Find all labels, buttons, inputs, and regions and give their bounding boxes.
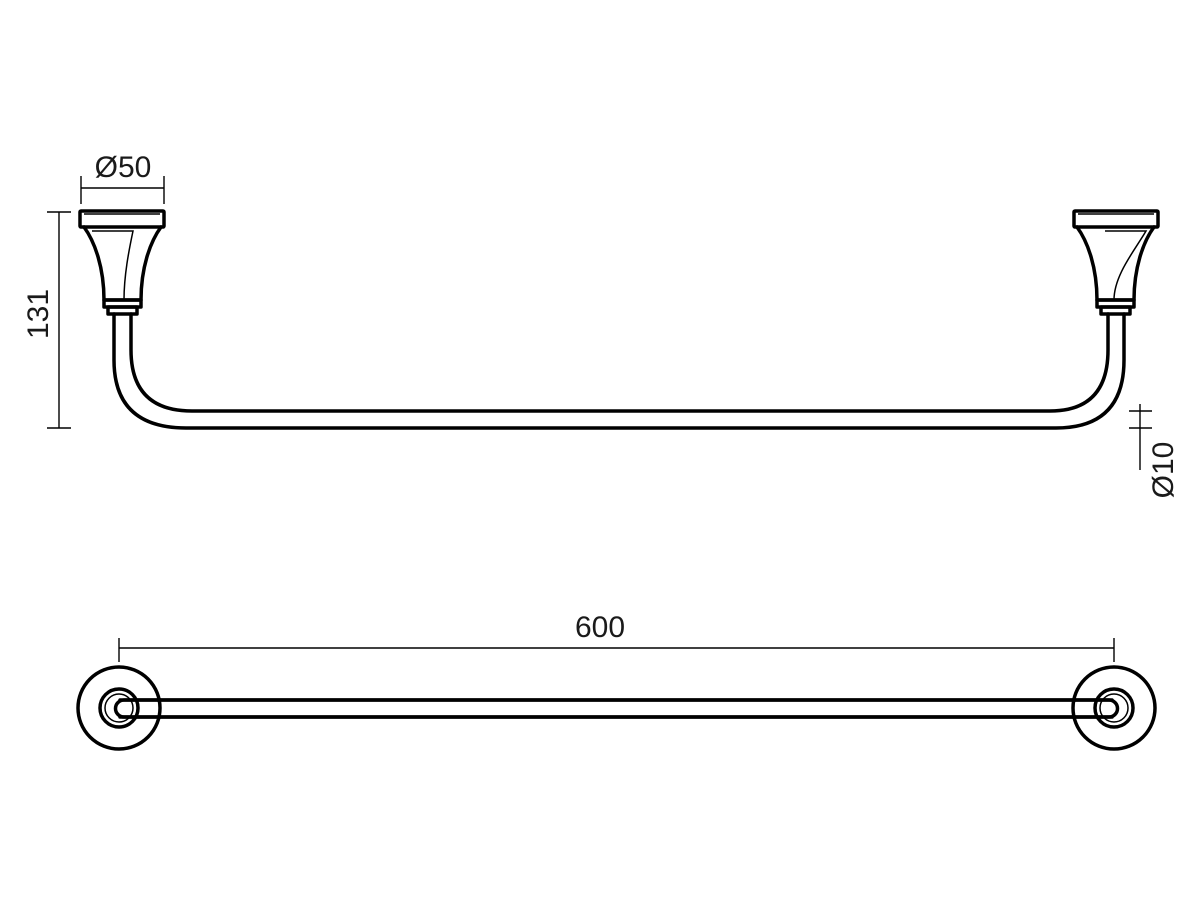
towel-bar-front — [112, 312, 1126, 430]
top-view: 600 — [76, 611, 1157, 751]
height-label: 131 — [22, 289, 55, 339]
front-view: Ø50 131 Ø10 — [22, 151, 1180, 498]
length-label: 600 — [575, 611, 625, 644]
base-diameter-label: Ø50 — [95, 151, 152, 184]
left-rosette — [76, 665, 162, 751]
left-bracket — [78, 209, 166, 316]
bar-diameter-label: Ø10 — [1147, 442, 1180, 499]
height-dimension: 131 — [22, 211, 71, 429]
length-dimension: 600 — [118, 611, 1115, 662]
right-rosette — [1071, 665, 1157, 751]
right-bracket — [1072, 209, 1160, 316]
towel-bar-top — [118, 698, 1114, 719]
base-diameter-dimension: Ø50 — [80, 151, 165, 204]
towel-bar-top-overlay — [156, 698, 1077, 719]
bar-diameter-dimension: Ø10 — [1129, 404, 1180, 498]
